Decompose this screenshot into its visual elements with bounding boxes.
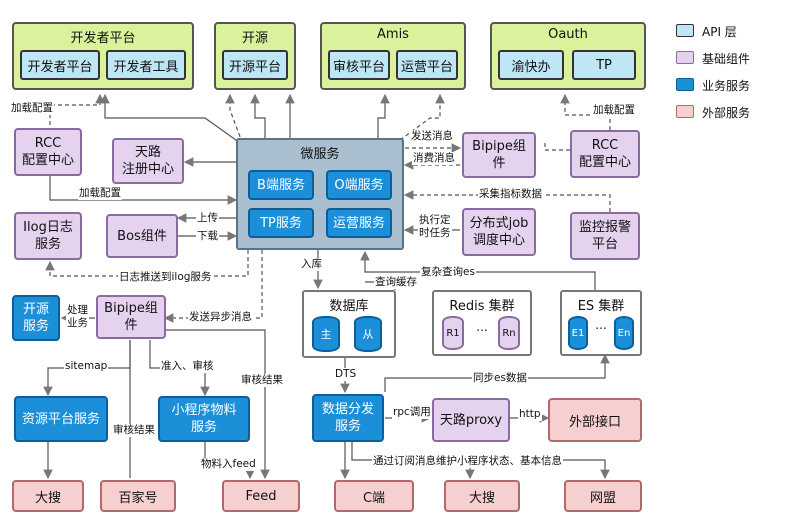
label-access-review: 准入、审核 bbox=[160, 360, 215, 373]
miniapp-material-service[interactable]: 小程序物料 服务 bbox=[158, 396, 250, 442]
microservice-block: 微服务 B端服务 O端服务 TP服务 运营服务 bbox=[236, 138, 404, 250]
legend-swatch-business bbox=[676, 78, 694, 91]
label-complex-query: 复杂查询es bbox=[420, 266, 476, 279]
label-load-config-2: 加载配置 bbox=[78, 187, 122, 200]
legend-swatch-external bbox=[676, 105, 694, 118]
legend-swatch-component bbox=[676, 51, 694, 64]
group-title: 开发者平台 bbox=[70, 31, 136, 46]
db-master-disk: 主 bbox=[312, 316, 340, 352]
redis-disk-rn: Rn bbox=[498, 316, 520, 350]
rcc-config-center-right[interactable]: RCC 配置中心 bbox=[570, 130, 640, 178]
api-review-platform[interactable]: 审核平台 bbox=[328, 50, 390, 80]
legend-swatch-api bbox=[676, 24, 694, 37]
database-cluster[interactable]: 数据库 主 从 bbox=[302, 290, 396, 358]
legend-label-api: API 层 bbox=[702, 25, 737, 39]
tianlu-registry[interactable]: 天路 注册中心 bbox=[112, 138, 184, 184]
bos-component[interactable]: Bos组件 bbox=[106, 214, 178, 258]
label-review-result-2: 审核结果 bbox=[240, 374, 284, 387]
api-dev-platform[interactable]: 开发者平台 bbox=[20, 50, 100, 80]
open-source-service[interactable]: 开源 服务 bbox=[12, 295, 60, 341]
label-review-result-1: 审核结果 bbox=[112, 424, 156, 437]
api-open-source-platform[interactable]: 开源平台 bbox=[222, 50, 288, 80]
resource-platform-service[interactable]: 资源平台服务 bbox=[14, 396, 108, 442]
label-send-async: 发送异步消息 bbox=[188, 311, 253, 324]
legend-label-component: 基础组件 bbox=[702, 52, 751, 66]
label-ruku: 入库 bbox=[300, 258, 323, 271]
group-open-source: 开源 开源平台 bbox=[214, 22, 296, 90]
label-consume-message: 消费消息 bbox=[412, 152, 456, 165]
label-download: 下载 bbox=[196, 230, 219, 243]
dasou-2[interactable]: 大搜 bbox=[444, 480, 520, 512]
es-cluster[interactable]: ES 集群 E1 ... En bbox=[560, 290, 642, 356]
label-query-cache: 查询缓存 bbox=[374, 276, 418, 289]
label-subscribe: 通过订阅消息维护小程序状态、基本信息 bbox=[372, 455, 563, 468]
label-dts: DTS bbox=[334, 368, 358, 381]
label-material-feed: 物料入feed bbox=[200, 458, 257, 471]
group-dev-platform: 开发者平台 开发者平台 开发者工具 bbox=[12, 22, 194, 90]
redis-title: Redis 集群 bbox=[449, 299, 515, 314]
ops-service[interactable]: 运营服务 bbox=[326, 208, 392, 238]
label-upload: 上传 bbox=[196, 212, 219, 225]
es-disk-e1: E1 bbox=[568, 316, 588, 350]
legend-label-external: 外部服务 bbox=[702, 106, 751, 120]
dasou-1[interactable]: 大搜 bbox=[12, 480, 84, 512]
api-yukuaiban[interactable]: 渝快办 bbox=[498, 50, 564, 80]
redis-ellipsis: ... bbox=[476, 320, 488, 334]
label-exec-task: 执行定 时任务 bbox=[418, 214, 452, 240]
label-sync-es: 同步es数据 bbox=[472, 372, 528, 385]
label-rpc: rpc调用 bbox=[392, 406, 432, 419]
api-tp[interactable]: TP bbox=[572, 50, 636, 80]
api-ops-platform[interactable]: 运营平台 bbox=[396, 50, 458, 80]
es-disk-en: En bbox=[614, 316, 634, 350]
label-load-config-1: 加载配置 bbox=[10, 102, 54, 115]
o-service[interactable]: O端服务 bbox=[326, 170, 392, 200]
db-slave-disk: 从 bbox=[354, 316, 382, 352]
microservice-title: 微服务 bbox=[300, 147, 340, 162]
redis-cluster[interactable]: Redis 集群 R1 ... Rn bbox=[432, 290, 532, 356]
monitor-alert-platform[interactable]: 监控报警 平台 bbox=[570, 212, 640, 260]
label-send-message: 发送消息 bbox=[410, 130, 454, 143]
bipipe-component-mid[interactable]: Bipipe组 件 bbox=[96, 295, 166, 339]
es-title: ES 集群 bbox=[577, 299, 625, 314]
feed[interactable]: Feed bbox=[222, 480, 300, 512]
rcc-config-center-left[interactable]: RCC 配置中心 bbox=[14, 128, 82, 176]
label-collect-metrics: 采集指标数据 bbox=[478, 188, 543, 201]
database-title: 数据库 bbox=[329, 299, 369, 314]
tp-service[interactable]: TP服务 bbox=[248, 208, 314, 238]
group-title: Oauth bbox=[548, 27, 588, 42]
label-process-biz: 处理 业务 bbox=[66, 304, 89, 330]
c-duan[interactable]: C端 bbox=[334, 480, 414, 512]
group-amis: Amis 审核平台 运营平台 bbox=[320, 22, 466, 90]
redis-disk-r1: R1 bbox=[442, 316, 464, 350]
label-http: http bbox=[518, 408, 542, 421]
label-sitemap: sitemap bbox=[64, 360, 109, 373]
es-ellipsis: ... bbox=[595, 318, 607, 332]
label-log-push: 日志推送到ilog服务 bbox=[118, 271, 213, 284]
api-dev-tools[interactable]: 开发者工具 bbox=[106, 50, 186, 80]
tianlu-proxy[interactable]: 天路proxy bbox=[432, 398, 510, 442]
external-api[interactable]: 外部接口 bbox=[548, 398, 642, 442]
group-oauth: Oauth 渝快办 TP bbox=[490, 22, 646, 90]
b-service[interactable]: B端服务 bbox=[248, 170, 314, 200]
group-title: Amis bbox=[377, 27, 409, 42]
distributed-job-scheduler[interactable]: 分布式job 调度中心 bbox=[462, 208, 536, 256]
legend-label-business: 业务服务 bbox=[702, 79, 751, 93]
group-title: 开源 bbox=[241, 31, 268, 46]
wangmeng[interactable]: 网盟 bbox=[564, 480, 642, 512]
label-load-config-3: 加载配置 bbox=[592, 104, 636, 117]
baijiahao[interactable]: 百家号 bbox=[100, 480, 176, 512]
ilog-service[interactable]: Ilog日志 服务 bbox=[14, 212, 82, 260]
data-distribution-service[interactable]: 数据分发 服务 bbox=[312, 394, 384, 442]
bipipe-component-top[interactable]: Bipipe组 件 bbox=[462, 132, 536, 178]
